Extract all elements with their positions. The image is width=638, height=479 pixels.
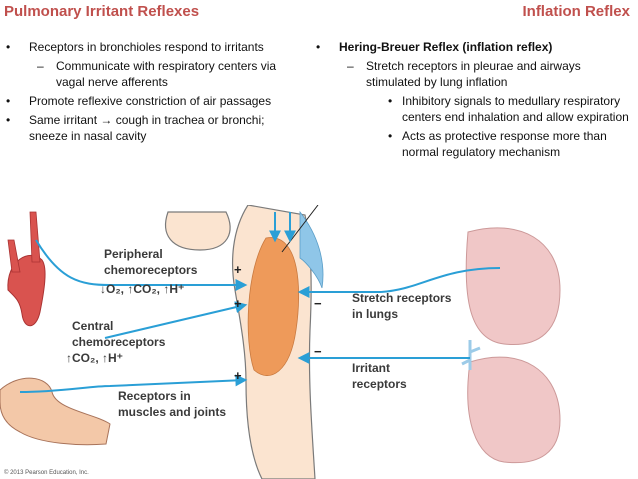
- lung-lower-shape: [467, 356, 561, 464]
- center-pointer-line: [281, 205, 319, 253]
- sub-bullet-item: – Stretch receptors in pleurae and airwa…: [314, 58, 636, 90]
- sub-sub-bullet-item: • Inhibitory signals to medullary respir…: [314, 93, 636, 125]
- muscles-label-line2: muscles and joints: [118, 405, 226, 419]
- arm-muscle-shape: [0, 377, 111, 446]
- respiratory-reflex-diagram: Peripheral chemoreceptors ↓O₂, ↑CO₂, ↑H⁺…: [0, 205, 561, 479]
- stretch-label-line1: Stretch receptors: [352, 291, 452, 305]
- bullet-dot: •: [388, 94, 393, 108]
- plus-sign: +: [234, 368, 242, 383]
- ventricle-accent: [299, 210, 324, 289]
- irritant-label-line1: Irritant: [352, 361, 390, 375]
- right-column: • Hering-Breuer Reflex (inflation reflex…: [314, 39, 636, 163]
- bullet-dot: •: [316, 40, 321, 54]
- bullet-item: • Promote reflexive constriction of air …: [4, 93, 304, 109]
- dash-marker: –: [37, 59, 44, 73]
- bullet-dot: •: [6, 94, 11, 108]
- sub-sub-bullet-text: Inhibitory signals to medullary respirat…: [402, 94, 629, 124]
- muscles-label-line1: Receptors in: [118, 389, 191, 403]
- minus-sign: −: [314, 344, 322, 359]
- bullet-text: Hering-Breuer Reflex (inflation reflex): [339, 40, 553, 54]
- slide-title-right: Inflation Reflex: [522, 3, 630, 20]
- afferent-nerve-muscles: [19, 374, 248, 393]
- sub-bullet-item: – Communicate with respiratory centers v…: [4, 58, 304, 90]
- bullet-dot: •: [6, 113, 11, 127]
- cerebellum-shape: [164, 211, 231, 251]
- central-label-line1: Central: [72, 319, 113, 333]
- bullet-dot: •: [388, 129, 393, 143]
- peripheral-stimuli-label: ↓O₂, ↑CO₂, ↑H⁺: [100, 282, 184, 296]
- afferent-nerve-peripheral: [35, 239, 248, 291]
- left-column: • Receptors in bronchioles respond to ir…: [4, 39, 304, 147]
- carotid-artery-shape: [29, 211, 41, 263]
- peripheral-label-line2: chemoreceptors: [104, 263, 198, 277]
- bronchial-tree-shape: [461, 340, 481, 370]
- sub-sub-bullet-item: • Acts as protective response more than …: [314, 128, 636, 160]
- central-stimuli-label: ↑CO₂, ↑H⁺: [66, 351, 123, 365]
- dash-marker: –: [347, 59, 354, 73]
- plus-sign: +: [234, 262, 242, 277]
- sub-bullet-text: Communicate with respiratory centers via…: [56, 59, 277, 89]
- aortic-arch-shape: [7, 254, 46, 327]
- bullet-text: Receptors in bronchioles respond to irri…: [29, 40, 264, 54]
- bullet-item: • Hering-Breuer Reflex (inflation reflex…: [314, 39, 636, 55]
- bullet-item: • Same irritant → cough in trachea or br…: [4, 112, 304, 144]
- slide-title-left: Pulmonary Irritant Reflexes: [4, 3, 200, 20]
- minus-sign: −: [314, 296, 322, 311]
- bullet-text: cough in trachea or bronchi; sneeze in n…: [29, 113, 265, 143]
- bullet-text: Promote reflexive constriction of air pa…: [29, 94, 272, 108]
- copyright-text: © 2013 Pearson Education, Inc.: [4, 469, 89, 476]
- sub-sub-bullet-text: Acts as protective response more than no…: [402, 129, 607, 159]
- carotid-artery-shape: [7, 239, 21, 273]
- lung-upper-shape: [465, 227, 561, 346]
- stretch-label-line2: in lungs: [352, 307, 398, 321]
- peripheral-label-line1: Peripheral: [104, 247, 163, 261]
- irritant-label-line2: receptors: [352, 377, 407, 391]
- arrow-right-icon: →: [100, 113, 113, 127]
- sub-bullet-text: Stretch receptors in pleurae and airways…: [366, 59, 581, 89]
- afferent-nerve-stretch: [297, 267, 501, 298]
- bullet-item: • Receptors in bronchioles respond to ir…: [4, 39, 304, 55]
- plus-sign: +: [234, 296, 242, 311]
- central-label-line2: chemoreceptors: [72, 335, 166, 349]
- medulla-respiratory-center: [247, 237, 300, 376]
- bullet-text: Same irritant: [29, 113, 98, 127]
- afferent-nerve-central: [104, 301, 248, 339]
- bullet-dot: •: [6, 40, 11, 54]
